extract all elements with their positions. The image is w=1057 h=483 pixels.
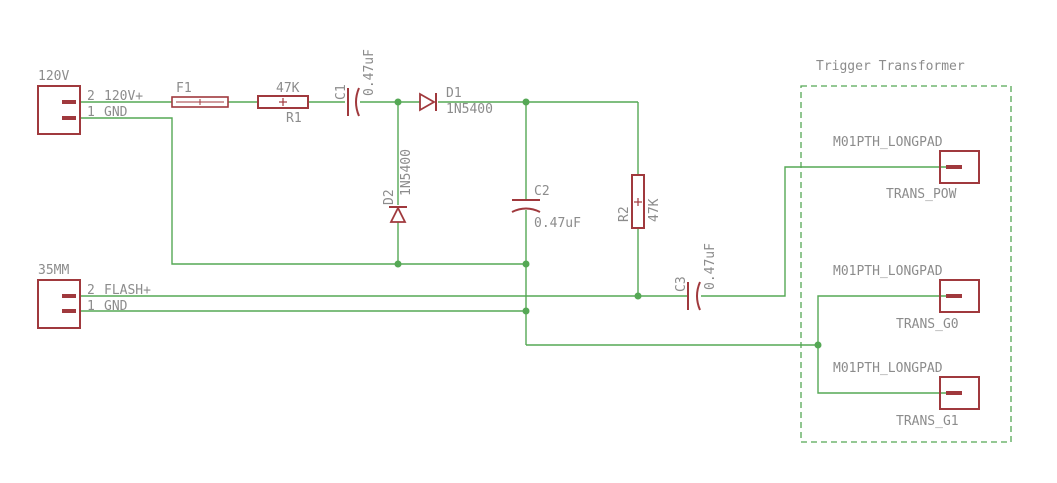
fuse-body bbox=[171, 96, 229, 108]
junction-dot bbox=[394, 98, 402, 106]
pad-type: M01PTH_LONGPAD bbox=[833, 135, 943, 150]
connector-35mm: 35MM 2 FLASH+ 1 GND bbox=[37, 263, 151, 329]
part-value: 1N5400 bbox=[399, 149, 414, 196]
pin-label: 120V+ bbox=[104, 89, 143, 104]
wire-g1 bbox=[817, 345, 946, 394]
part-name: R2 bbox=[617, 206, 632, 222]
part-value: 0.47uF bbox=[703, 243, 718, 290]
junction-dot bbox=[814, 341, 822, 349]
capacitor-c1: C1 0.47uF bbox=[334, 49, 377, 117]
capacitor-plate-curved bbox=[355, 87, 360, 117]
pad-name: TRANS_G0 bbox=[896, 317, 959, 332]
transformer-pad-pow: M01PTH_LONGPAD TRANS_POW bbox=[833, 135, 980, 202]
connector-name: 35MM bbox=[38, 263, 69, 278]
part-value: 0.47uF bbox=[362, 49, 377, 96]
pad-name: TRANS_G1 bbox=[896, 414, 959, 429]
diode-d1: D1 1N5400 bbox=[419, 86, 493, 117]
resistor-body bbox=[631, 174, 645, 229]
part-value: 47K bbox=[647, 198, 662, 222]
pad-body bbox=[939, 376, 980, 410]
part-name: C3 bbox=[674, 276, 689, 292]
part-name: F1 bbox=[176, 81, 192, 96]
pin-label: GND bbox=[104, 299, 128, 314]
part-name: C2 bbox=[534, 184, 550, 199]
part-name: R1 bbox=[286, 111, 302, 126]
junctions bbox=[394, 98, 822, 349]
pin-number: 1 bbox=[87, 105, 95, 120]
pad-body bbox=[939, 150, 980, 184]
junction-dot bbox=[522, 98, 530, 106]
junction-dot bbox=[634, 292, 642, 300]
part-value: 0.47uF bbox=[534, 216, 581, 231]
diode-d2: D2 1N5400 bbox=[382, 149, 414, 223]
pin-number: 2 bbox=[87, 89, 95, 104]
pad-type: M01PTH_LONGPAD bbox=[833, 264, 943, 279]
pin-label: FLASH+ bbox=[104, 283, 151, 298]
transformer-pad-g0: M01PTH_LONGPAD TRANS_G0 bbox=[833, 264, 980, 332]
transformer-pad-g1: M01PTH_LONGPAD TRANS_G1 bbox=[833, 361, 980, 429]
pin-label: GND bbox=[104, 105, 128, 120]
transformer-title: Trigger Transformer bbox=[816, 59, 965, 74]
capacitor-plate-curved bbox=[696, 281, 701, 311]
part-name: D2 bbox=[382, 189, 397, 205]
wire-gnd-120v bbox=[80, 117, 526, 265]
part-value: 47K bbox=[276, 81, 300, 96]
resistor-r1: 47K R1 bbox=[257, 81, 309, 126]
pad-type: M01PTH_LONGPAD bbox=[833, 361, 943, 376]
connector-120v: 120V 2 120V+ 1 GND bbox=[37, 69, 143, 135]
pin-number: 2 bbox=[87, 283, 95, 298]
junction-dot bbox=[522, 307, 530, 315]
capacitor-c2: C2 0.47uF bbox=[511, 184, 581, 231]
wire-g0 bbox=[817, 295, 946, 345]
junction-dot bbox=[522, 260, 530, 268]
part-name: C1 bbox=[334, 84, 349, 100]
diode-triangle bbox=[419, 92, 436, 112]
part-name: D1 bbox=[446, 86, 462, 101]
pin-number: 1 bbox=[87, 299, 95, 314]
fuse-f1: F1 bbox=[171, 81, 229, 108]
wire-c3-to-pow bbox=[701, 166, 946, 297]
diode-triangle bbox=[389, 205, 407, 223]
connector-body bbox=[37, 85, 81, 135]
pad-body bbox=[939, 279, 980, 313]
resistor-body bbox=[257, 95, 309, 109]
resistor-r2: R2 47K bbox=[617, 174, 662, 229]
capacitor-c3: C3 0.47uF bbox=[674, 243, 718, 311]
connector-body bbox=[37, 279, 81, 329]
part-value: 1N5400 bbox=[446, 102, 493, 117]
trigger-transformer: Trigger Transformer M01PTH_LONGPAD TRANS… bbox=[800, 59, 1012, 443]
capacitor-plate-curved bbox=[511, 207, 541, 213]
pad-name: TRANS_POW bbox=[886, 187, 957, 202]
transformer-frame bbox=[800, 85, 1012, 443]
wires bbox=[80, 101, 946, 394]
connector-name: 120V bbox=[38, 69, 69, 84]
junction-dot bbox=[394, 260, 402, 268]
